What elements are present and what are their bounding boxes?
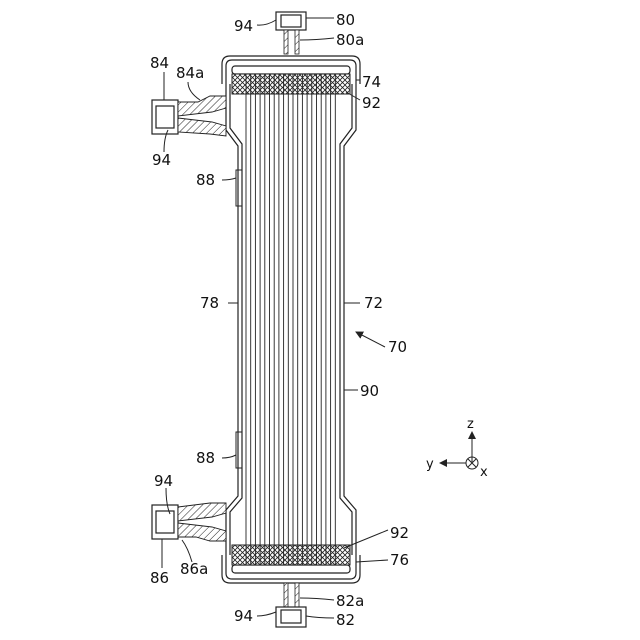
side-nozzle-86	[152, 503, 226, 541]
label-94-bottom: 94	[234, 607, 253, 625]
housing-72	[226, 84, 356, 555]
label-78: 78	[200, 294, 219, 312]
label-74: 74	[362, 73, 381, 91]
label-82: 82	[336, 611, 355, 629]
fiber-bundle-90	[246, 74, 335, 565]
top-potting-92	[232, 74, 350, 94]
label-84: 84	[150, 54, 169, 72]
label-94-top: 94	[234, 17, 253, 35]
label-80: 80	[336, 11, 355, 29]
label-92-bottom: 92	[390, 524, 409, 542]
label-80a: 80a	[336, 31, 364, 49]
axis-label-x: x	[480, 465, 488, 480]
label-76: 76	[390, 551, 409, 569]
label-92-top: 92	[362, 94, 381, 112]
coordinate-axes: z y x	[426, 417, 488, 480]
label-94-left-top: 94	[152, 151, 171, 169]
axis-label-y: y	[426, 457, 434, 472]
label-86a: 86a	[180, 560, 208, 578]
label-90: 90	[360, 382, 379, 400]
label-88-top: 88	[196, 171, 215, 189]
axis-label-z: z	[467, 417, 474, 432]
label-70: 70	[388, 338, 407, 356]
label-94-left-bottom: 94	[154, 472, 173, 490]
label-88-bottom: 88	[196, 449, 215, 467]
top-nozzle-80	[276, 12, 306, 54]
bottom-potting-92	[232, 545, 350, 565]
label-82a: 82a	[336, 592, 364, 610]
label-84a: 84a	[176, 64, 204, 82]
label-72: 72	[364, 294, 383, 312]
side-nozzle-84	[152, 96, 226, 136]
bottom-nozzle-82	[276, 583, 306, 627]
label-86: 86	[150, 569, 169, 587]
